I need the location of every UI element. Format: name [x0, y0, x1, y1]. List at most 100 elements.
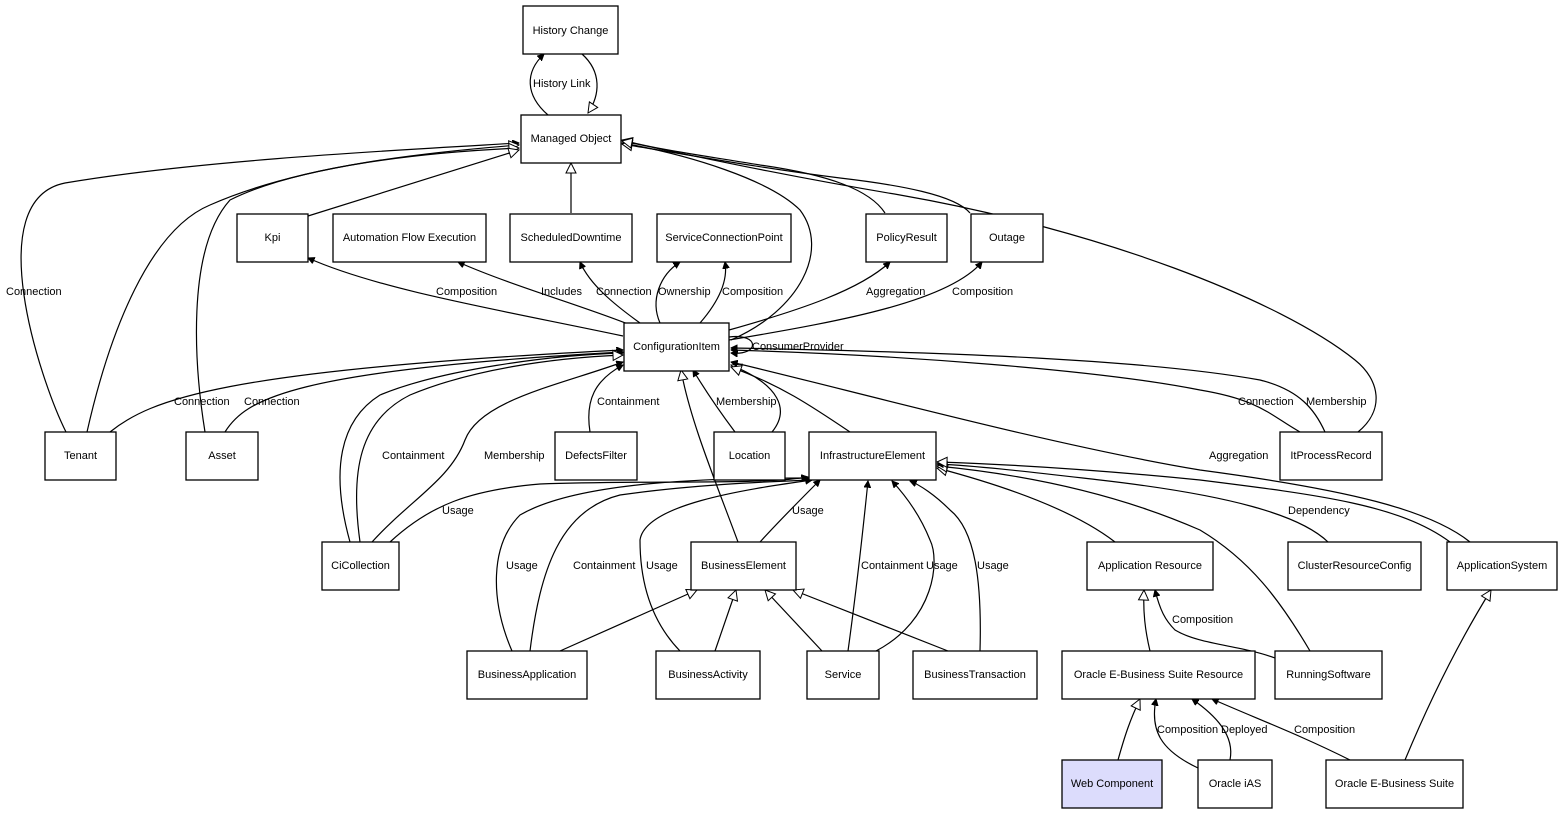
edge-rs-ar-composition — [1155, 590, 1276, 659]
node-ci-collection[interactable]: CiCollection — [321, 541, 400, 591]
edge-asset-inherits-managed-object — [195, 148, 519, 433]
node-automation-flow-execution[interactable]: Automation Flow Execution — [332, 213, 487, 263]
edge-label-bt-ie-usage: Usage — [977, 560, 1009, 572]
edge-label-ias-oebsr-composition: Composition — [1157, 724, 1218, 736]
node-application-system[interactable]: ApplicationSystem — [1446, 541, 1558, 591]
node-business-transaction[interactable]: BusinessTransaction — [912, 650, 1038, 700]
node-label: PolicyResult — [876, 232, 937, 244]
node-label: Oracle E-Business Suite — [1335, 778, 1454, 790]
edge-bact-ie-usage — [639, 480, 812, 652]
edge-history-change-inherits — [581, 53, 597, 113]
edge-asset-ci-connection — [224, 352, 623, 433]
edge-label-ias-oebsr-deployed: Deployed — [1221, 724, 1267, 736]
node-label: Outage — [989, 232, 1025, 244]
node-asset[interactable]: Asset — [185, 431, 259, 481]
edge-label-ci-scp-ownership: Ownership — [658, 286, 711, 298]
node-label: ConfigurationItem — [633, 341, 720, 353]
node-cluster-resource-config[interactable]: ClusterResourceConfig — [1287, 541, 1422, 591]
edge-bt-inherits-be — [793, 590, 949, 652]
node-web-component[interactable]: Web Component — [1061, 759, 1163, 809]
edge-tenant-inherits-managed-object — [86, 145, 519, 433]
node-label: BusinessElement — [701, 560, 786, 572]
edge-ci-outage-composition — [728, 262, 982, 341]
edge-oebsr-inherits-ar — [1144, 590, 1151, 652]
edge-df-ci-containment — [588, 365, 623, 433]
node-scheduled-downtime[interactable]: ScheduledDowntime — [509, 213, 633, 263]
edge-location-inherits-ci — [731, 365, 781, 433]
edge-bact-inherits-be — [714, 590, 736, 652]
node-outage[interactable]: Outage — [970, 213, 1044, 263]
edge-label-svc-ie-containment: Containment — [861, 560, 923, 572]
edge-cic-inherits-ci — [355, 355, 623, 543]
edge-rs-inherits-ie — [937, 466, 1311, 652]
edge-location-ci-membership — [693, 370, 736, 433]
edge-label-ci-scp-composition: Composition — [722, 286, 783, 298]
node-policy-result[interactable]: PolicyResult — [865, 213, 948, 263]
node-tenant[interactable]: Tenant — [44, 431, 117, 481]
edge-ipr-ci-connection — [731, 350, 1301, 433]
node-label: Automation Flow Execution — [343, 232, 476, 244]
node-business-application[interactable]: BusinessApplication — [466, 650, 588, 700]
node-location[interactable]: Location — [713, 431, 786, 481]
node-application-resource[interactable]: Application Resource — [1086, 541, 1214, 591]
edge-ci-afe-includes — [458, 262, 629, 325]
edge-ci-scp-composition — [699, 262, 726, 324]
node-running-software[interactable]: RunningSoftware — [1274, 650, 1383, 700]
edge-oebs-oebsr-composition — [1212, 699, 1351, 761]
edge-label-df-ci-containment: Containment — [597, 396, 659, 408]
edge-kpi-inherits-managed-object — [307, 150, 519, 217]
node-label: Managed Object — [531, 133, 612, 145]
edge-ar-inherits-ie — [937, 468, 1116, 543]
node-oracle-ebs-resource[interactable]: Oracle E-Business Suite Resource — [1061, 650, 1256, 700]
node-label: ScheduledDowntime — [521, 232, 622, 244]
node-defects-filter[interactable]: DefectsFilter — [554, 431, 638, 481]
edge-appsys-ci-aggregation — [731, 362, 1471, 543]
node-label: Oracle iAS — [1209, 778, 1262, 790]
edge-ci-inherits-managed-object — [622, 143, 813, 341]
edge-label-ie-crc-dependency: Dependency — [1288, 505, 1350, 517]
edge-label-rs-ar-composition: Composition — [1172, 614, 1233, 626]
node-label: InfrastructureElement — [820, 450, 925, 462]
node-history-change[interactable]: History Change — [522, 5, 619, 55]
edge-label-be-ie-usage: Usage — [792, 505, 824, 517]
node-service[interactable]: Service — [806, 650, 880, 700]
edge-be-ie-usage — [759, 480, 820, 543]
edge-label-ipr-ci-membership: Membership — [1306, 396, 1367, 408]
node-business-element[interactable]: BusinessElement — [690, 541, 797, 591]
edge-ci-kpi-composition — [308, 258, 624, 337]
edge-svc-ie-containment — [847, 481, 868, 652]
node-label: Oracle E-Business Suite Resource — [1074, 669, 1243, 681]
node-configuration-item[interactable]: ConfigurationItem — [623, 322, 730, 372]
edge-label-history-link: History Link — [533, 78, 591, 90]
edge-label-bact-ie-usage: Usage — [646, 560, 678, 572]
edge-label-ci-sd-connection: Connection — [596, 286, 652, 298]
edge-label-ci-outage-composition: Composition — [952, 286, 1013, 298]
edge-wc-inherits-oebsr — [1117, 699, 1140, 761]
edge-label-ci-kpi-composition: Composition — [436, 286, 497, 298]
node-infrastructure-element[interactable]: InfrastructureElement — [808, 431, 937, 481]
edge-label-ci-afe-includes: Includes — [541, 286, 582, 298]
edge-ipr-ci-membership — [731, 348, 1326, 433]
edge-label-appsys-ci-aggregation: Aggregation — [1209, 450, 1268, 462]
edge-label-svc-ie-usage: Usage — [926, 560, 958, 572]
edge-appsys-inherits-ie — [937, 462, 1451, 543]
node-label: Application Resource — [1098, 560, 1202, 572]
edge-label-tenant-mo-connection: Connection — [6, 286, 62, 298]
node-managed-object[interactable]: Managed Object — [520, 114, 622, 164]
edge-oebs-inherits-appsys — [1404, 590, 1491, 761]
node-label: ServiceConnectionPoint — [665, 232, 782, 244]
edge-label-oebs-oebsr-composition: Composition — [1294, 724, 1355, 736]
edge-label-tenant-ci-connection: Connection — [174, 396, 230, 408]
node-label: Location — [729, 450, 771, 462]
node-business-activity[interactable]: BusinessActivity — [655, 650, 761, 700]
node-oracle-ias[interactable]: Oracle iAS — [1197, 759, 1273, 809]
node-oracle-ebs[interactable]: Oracle E-Business Suite — [1325, 759, 1464, 809]
edge-ci-scp-ownership — [655, 262, 680, 324]
node-it-process-record[interactable]: ItProcessRecord — [1279, 431, 1383, 481]
node-service-connection-point[interactable]: ServiceConnectionPoint — [656, 213, 792, 263]
node-kpi[interactable]: Kpi — [236, 213, 309, 263]
edge-bt-ie-usage — [910, 481, 981, 652]
edge-label-cic-ci-containment: Containment — [382, 450, 444, 462]
node-label: BusinessActivity — [668, 669, 748, 681]
